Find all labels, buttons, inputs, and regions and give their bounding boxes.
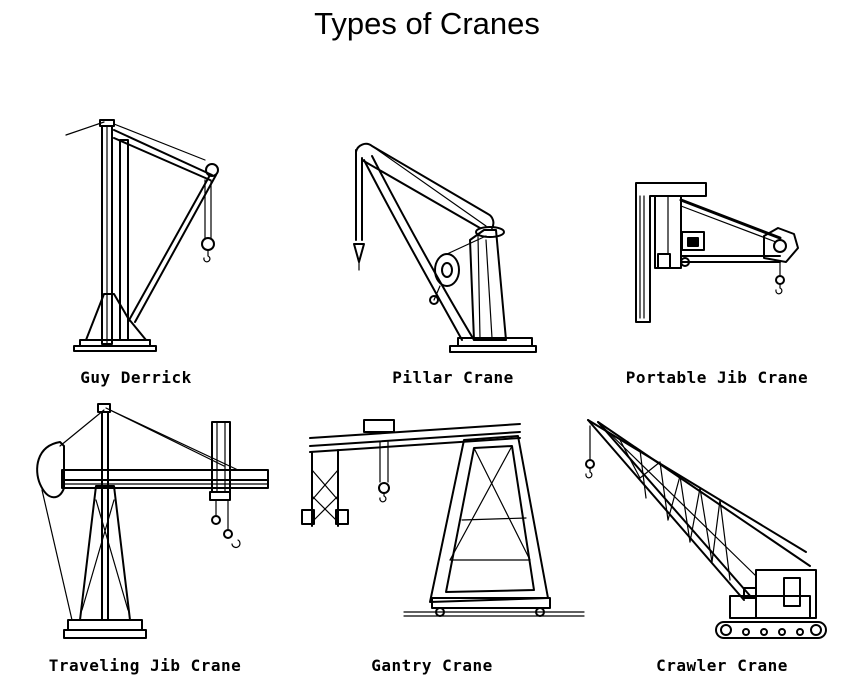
crawler-crane-drawing bbox=[585, 419, 827, 639]
pillar-crane-drawing bbox=[353, 142, 537, 353]
gantry-crane-drawing bbox=[301, 419, 585, 617]
crane-label-pillar-crane: Pillar Crane bbox=[392, 368, 514, 387]
guy-derrick-drawing bbox=[65, 119, 219, 352]
crane-label-crawler-crane: Crawler Crane bbox=[656, 656, 788, 675]
traveling-jib-crane-drawing bbox=[36, 403, 269, 639]
crane-label-portable-jib-crane: Portable Jib Crane bbox=[625, 368, 809, 387]
crane-label-traveling-jib-crane: Traveling Jib Crane bbox=[48, 656, 242, 675]
portable-jib-crane-drawing bbox=[635, 182, 799, 323]
crane-label-guy-derrick: Guy Derrick bbox=[80, 368, 192, 387]
diagram-title: Types of Cranes bbox=[314, 6, 540, 41]
crane-label-gantry-crane: Gantry Crane bbox=[371, 656, 493, 675]
